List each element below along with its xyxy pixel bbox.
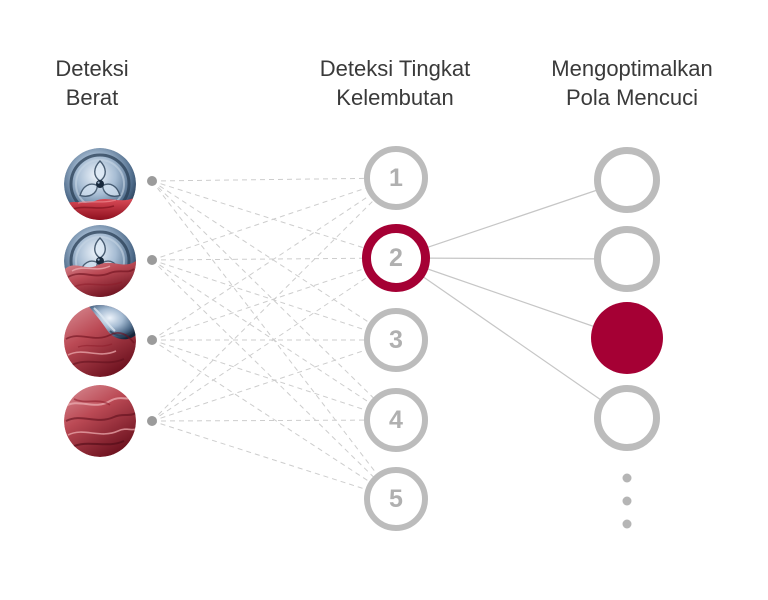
title-line: Kelembutan xyxy=(336,85,454,110)
laundry-photo-drum-mostly-cloth xyxy=(64,305,136,377)
laundry-photo-drum-half-cloth xyxy=(64,225,136,297)
hidden-column-title: Deteksi Tingkat Kelembutan xyxy=(320,54,470,112)
node-number: 1 xyxy=(389,163,403,192)
laundry-photo-drum-small-cloth xyxy=(64,148,136,220)
node-number: 2 xyxy=(389,243,403,272)
wash-pattern-node-4 xyxy=(594,385,660,451)
output-column-title: Mengoptimalkan Pola Mencuci xyxy=(551,54,712,112)
wash-pattern-node-1 xyxy=(594,147,660,213)
wire-anchor-dot xyxy=(147,255,157,265)
wire-anchor-dot xyxy=(147,416,157,426)
wire-anchor-dot xyxy=(147,335,157,345)
title-line: Mengoptimalkan xyxy=(551,56,713,81)
title-line: Deteksi xyxy=(55,56,129,81)
wash-pattern-node-3-selected xyxy=(591,302,663,374)
wire-anchor-dot xyxy=(147,176,157,186)
node-number: 4 xyxy=(389,405,403,434)
wash-pattern-node-2 xyxy=(594,226,660,292)
title-line: Deteksi Tingkat xyxy=(319,56,471,81)
title-line: Pola Mencuci xyxy=(565,85,699,110)
input-column-title: Deteksi Berat xyxy=(55,54,128,112)
title-line: Berat xyxy=(65,85,119,110)
softness-level-node-1: 1 xyxy=(364,146,428,210)
node-number: 5 xyxy=(389,484,403,513)
softness-level-node-3: 3 xyxy=(364,308,428,372)
laundry-photo-full-cloth xyxy=(64,385,136,457)
softness-level-node-4: 4 xyxy=(364,388,428,452)
ellipsis-dot xyxy=(622,519,632,529)
ellipsis-dot xyxy=(622,473,632,483)
softness-level-node-2-selected: 2 xyxy=(362,224,430,292)
ellipsis-dot xyxy=(622,496,632,506)
node-number: 3 xyxy=(389,325,403,354)
softness-level-node-5: 5 xyxy=(364,467,428,531)
